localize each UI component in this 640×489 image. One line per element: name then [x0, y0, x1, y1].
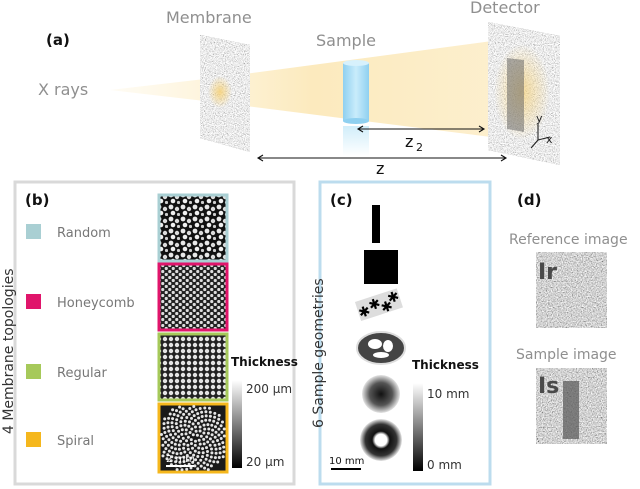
legend-label-regular: Regular: [57, 366, 108, 381]
sample-title: Sample: [316, 31, 376, 50]
z2-subscript: 2: [416, 141, 423, 154]
membrane-tile-spiral: [157, 402, 229, 474]
legend-swatch-random: [26, 224, 41, 239]
thickness-b-max: 200 µm: [246, 382, 292, 396]
legend-swatch-honeycomb: [26, 294, 41, 309]
thickness-c-max: 10 mm: [427, 387, 469, 401]
membrane-spot: [208, 76, 232, 108]
sample-geometries-title: 6 Sample geometries: [311, 278, 327, 428]
geometry-ellipse-holes: [356, 331, 406, 365]
membrane-title: Membrane: [166, 8, 252, 27]
panel-c: (c) 6 Sample geometries ✱✱✱✱ 10 mm Thick…: [311, 180, 492, 486]
panel-a-label: (a): [46, 31, 70, 49]
thickness-c-colorbar: [413, 383, 423, 471]
membrane-tile-random: [157, 193, 229, 263]
reference-image-title: Reference image: [509, 232, 628, 248]
sample-cylinder: [343, 63, 369, 121]
z-label: z: [376, 159, 384, 178]
sample-top: [343, 60, 369, 66]
panel-b-label: (b): [25, 191, 49, 209]
svg-text:✱: ✱: [367, 296, 383, 315]
sample-image-title: Sample image: [516, 347, 617, 363]
detector-title: Detector: [470, 0, 540, 17]
scale-bar-c-label: 10 mm: [329, 456, 364, 467]
geometry-ring: [360, 419, 402, 461]
sample-reflection: [343, 126, 369, 156]
geometry-thin-bar: [372, 205, 380, 243]
geometry-star-cluster: ✱✱✱✱: [354, 288, 403, 322]
thickness-b-title: Thickness: [231, 355, 298, 369]
axis-triad: [530, 124, 551, 149]
z2-dimension: [356, 125, 486, 133]
reference-image: [536, 252, 607, 328]
membrane-tile-honeycomb: [157, 262, 229, 332]
legend-swatch-regular: [26, 364, 41, 379]
axis-y-label: y: [536, 112, 543, 125]
panel-d: (d) Reference image Ir Sample image Is: [509, 191, 628, 444]
axis-x-label: x: [546, 133, 553, 146]
thickness-c-title: Thickness: [412, 358, 479, 372]
legend-label-spiral: Spiral: [57, 434, 94, 449]
thickness-b-min: 20 µm: [246, 455, 284, 469]
svg-text:✱: ✱: [356, 303, 372, 322]
panel-d-label: (d): [517, 191, 541, 209]
sample-tag: Is: [538, 374, 559, 399]
membrane-topologies-title: 4 Membrane topologies: [1, 269, 17, 435]
legend-label-random: Random: [57, 226, 111, 241]
geometry-sphere: [362, 375, 400, 413]
z-dimension: [256, 154, 508, 162]
panel-a: y x z 2 z (a) Membrane Sample Detector X…: [38, 0, 560, 178]
geometry-square: [364, 250, 398, 284]
sample-image-shadow: [563, 381, 579, 439]
xrays-label: X rays: [38, 80, 88, 99]
detector-sample-shadow: [507, 58, 524, 132]
z2-label: z: [405, 132, 413, 151]
xray-beam: [110, 38, 515, 140]
panel-c-label: (c): [330, 191, 353, 209]
thickness-b-colorbar: [232, 380, 242, 468]
legend-label-honeycomb: Honeycomb: [57, 296, 135, 311]
thickness-c-min: 0 mm: [427, 458, 462, 472]
svg-text:✱: ✱: [385, 288, 401, 307]
svg-text:✱: ✱: [379, 298, 395, 317]
panel-b-frame: [13, 180, 296, 486]
membrane-tile-regular: [157, 332, 229, 402]
panel-c-frame: [318, 180, 492, 486]
scale-bar-b-label: 2 mm: [166, 454, 195, 465]
reference-tag: Ir: [538, 260, 557, 285]
legend-swatch-spiral: [26, 432, 41, 447]
panel-b: (b) 4 Membrane topologies Random Honeyco…: [1, 180, 298, 486]
